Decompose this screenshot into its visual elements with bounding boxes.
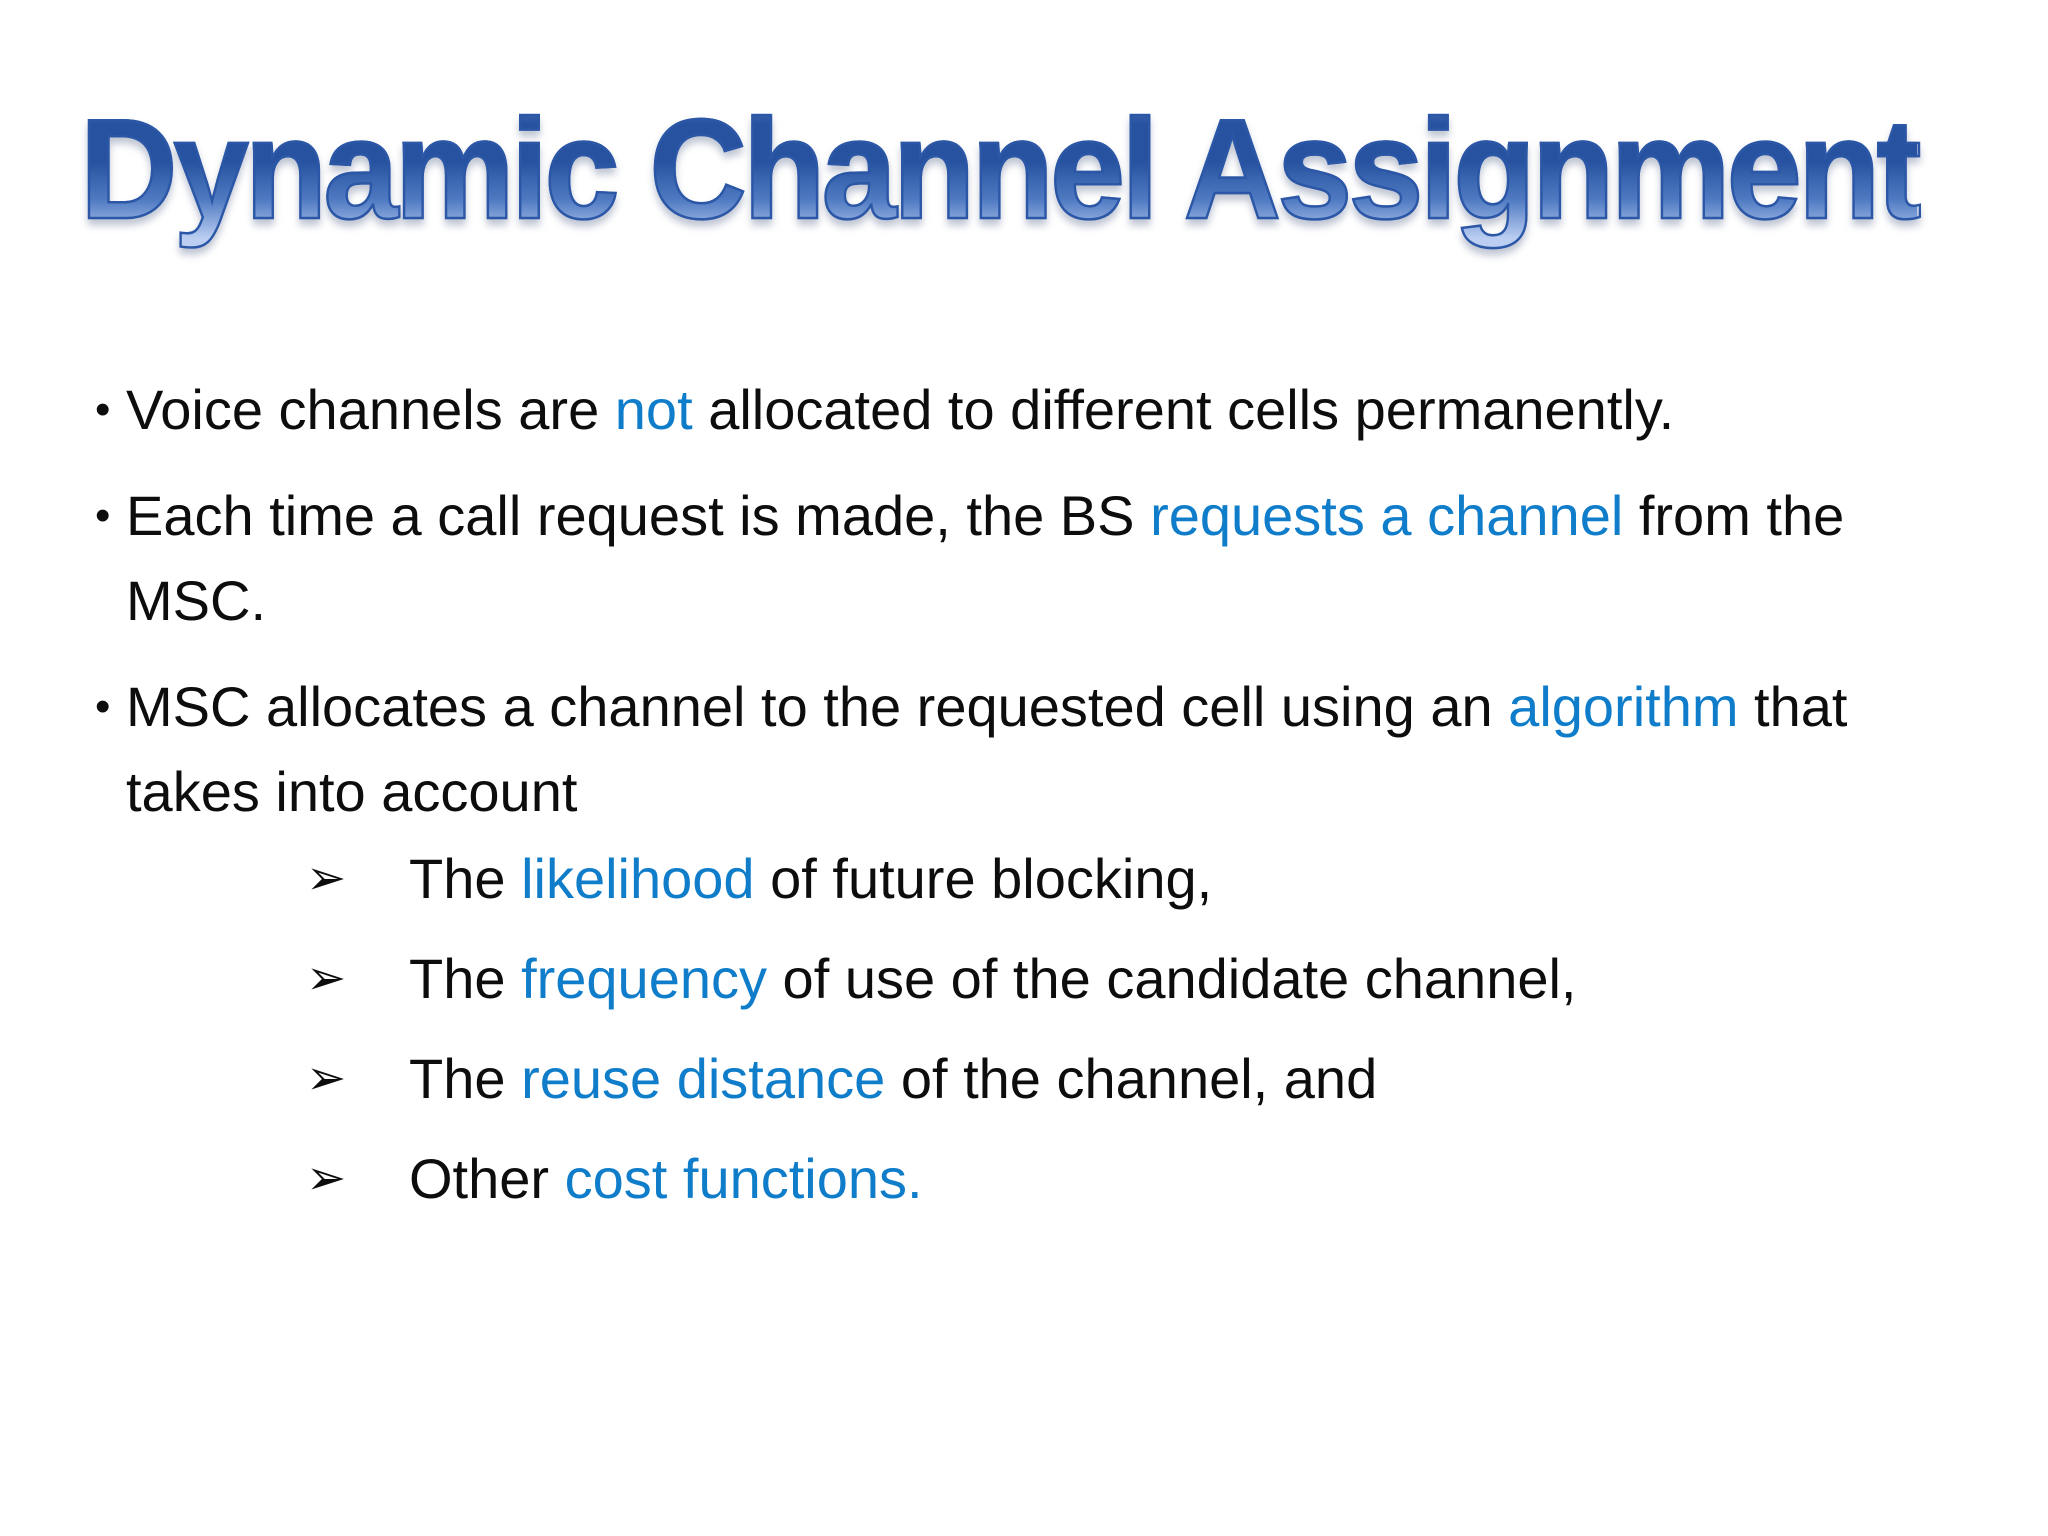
bullet-text: Voice channels are not allocated to diff… bbox=[126, 378, 1674, 441]
body-text: of the channel, and bbox=[885, 1047, 1378, 1110]
body-text: Each time a call request is made, the BS bbox=[126, 484, 1151, 547]
arrow-bullet-icon: ➢ bbox=[306, 952, 347, 1005]
body-text: The bbox=[409, 847, 522, 910]
emphasis-text: likelihood bbox=[521, 847, 755, 910]
emphasis-text: requests a channel bbox=[1150, 484, 1624, 547]
body-text: of use of the candidate channel, bbox=[767, 947, 1577, 1010]
emphasis-text: frequency bbox=[521, 947, 767, 1010]
list-item: ➢ Other cost functions. bbox=[126, 1136, 1955, 1221]
body-text: that takes into account bbox=[126, 675, 1848, 823]
bullet-text: Each time a call request is made, the BS… bbox=[126, 484, 1844, 632]
bullet-list: • Voice channels are not allocated to di… bbox=[95, 367, 1955, 1221]
list-item: • MSC allocates a channel to the request… bbox=[95, 664, 1955, 1221]
bullet-icon: • bbox=[95, 682, 111, 731]
sub-bullet-text: Other cost functions. bbox=[409, 1147, 923, 1210]
sub-bullet-text: The likelihood of future blocking, bbox=[409, 847, 1212, 910]
emphasis-text: algorithm bbox=[1508, 675, 1739, 738]
arrow-bullet-icon: ➢ bbox=[306, 852, 347, 905]
emphasis-text: reuse distance bbox=[521, 1047, 886, 1110]
body-text: Voice channels are bbox=[126, 378, 615, 441]
body-text: from the MSC. bbox=[126, 484, 1845, 632]
sub-bullet-text: The reuse distance of the channel, and bbox=[409, 1047, 1377, 1110]
body-text: MSC allocates a channel to the requested… bbox=[126, 675, 1509, 738]
sub-bullet-list: ➢ The likelihood of future blocking, ➢ T… bbox=[126, 836, 1955, 1221]
arrow-bullet-icon: ➢ bbox=[306, 1052, 347, 1105]
page-title: Dynamic Channel Assignment bbox=[79, 88, 1923, 252]
sub-bullet-text: The frequency of use of the candidate ch… bbox=[409, 947, 1576, 1010]
bullet-icon: • bbox=[95, 491, 111, 540]
arrow-bullet-icon: ➢ bbox=[306, 1152, 347, 1205]
body-text: of future blocking, bbox=[754, 847, 1213, 910]
body-text: Other bbox=[409, 1147, 565, 1210]
body-text: The bbox=[409, 947, 522, 1010]
list-item: • Each time a call request is made, the … bbox=[95, 473, 1955, 643]
slide-body: • Voice channels are not allocated to di… bbox=[95, 367, 1955, 1242]
bullet-icon: • bbox=[95, 385, 111, 434]
emphasis-text: cost functions. bbox=[564, 1147, 923, 1210]
emphasis-text: not bbox=[614, 378, 693, 441]
bullet-text: MSC allocates a channel to the requested… bbox=[126, 675, 1847, 823]
list-item: ➢ The frequency of use of the candidate … bbox=[126, 936, 1955, 1021]
list-item: • Voice channels are not allocated to di… bbox=[95, 367, 1955, 452]
list-item: ➢ The likelihood of future blocking, bbox=[126, 836, 1955, 921]
list-item: ➢ The reuse distance of the channel, and bbox=[126, 1036, 1955, 1121]
body-text: The bbox=[409, 1047, 522, 1110]
body-text: allocated to different cells permanently… bbox=[692, 378, 1675, 441]
